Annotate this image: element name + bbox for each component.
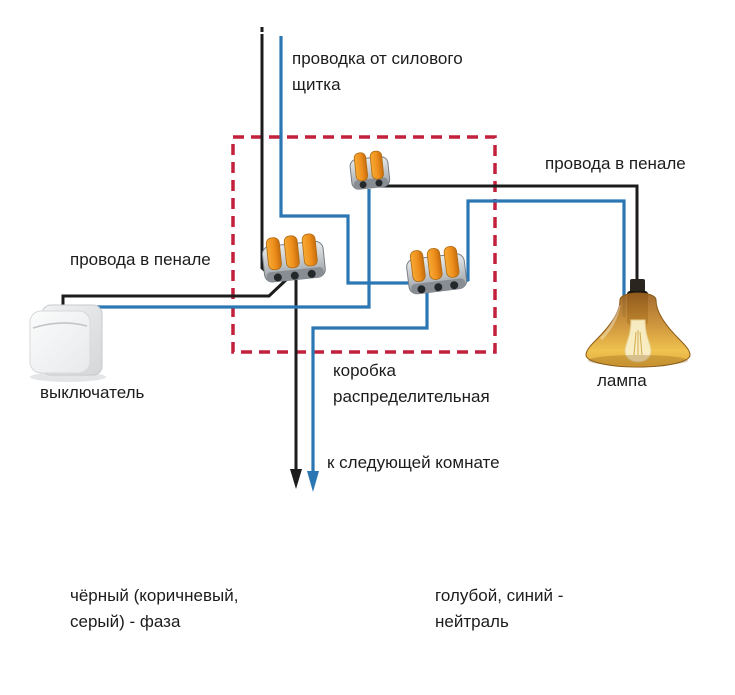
phase-wire-to-lamp — [377, 184, 639, 290]
neutral-arrowhead — [307, 471, 319, 492]
phase-wire-feed-tip — [260, 27, 264, 32]
label-conduit-left: провода в пенале — [70, 250, 211, 269]
junction-box-outline — [231, 135, 497, 354]
label-conduit-right: провода в пенале — [545, 154, 686, 173]
neutral-wire-to-lamp — [453, 199, 626, 317]
wago-connector-neutral — [406, 245, 468, 295]
label-next-room: к следующей комнате — [327, 453, 500, 472]
phase-arrowhead — [290, 469, 302, 489]
legend-phase: чёрный (коричневый, серый) - фаза — [70, 586, 239, 631]
label-junction-box: коробка распределительная — [333, 361, 490, 406]
label-switch: выключатель — [40, 383, 145, 402]
switch-image — [29, 304, 106, 382]
label-power-feed: проводка от силового щитка — [292, 49, 463, 94]
label-lamp: лампа — [597, 371, 647, 390]
legend-neutral: голубой, синий - нейтраль — [435, 586, 564, 631]
lamp-image — [585, 279, 691, 368]
wago-connector-phase — [261, 233, 326, 283]
wago-connector-switched — [349, 150, 391, 190]
neutral-wire-to-next-room — [311, 291, 429, 474]
neutral-wire-power-feed — [279, 36, 417, 285]
